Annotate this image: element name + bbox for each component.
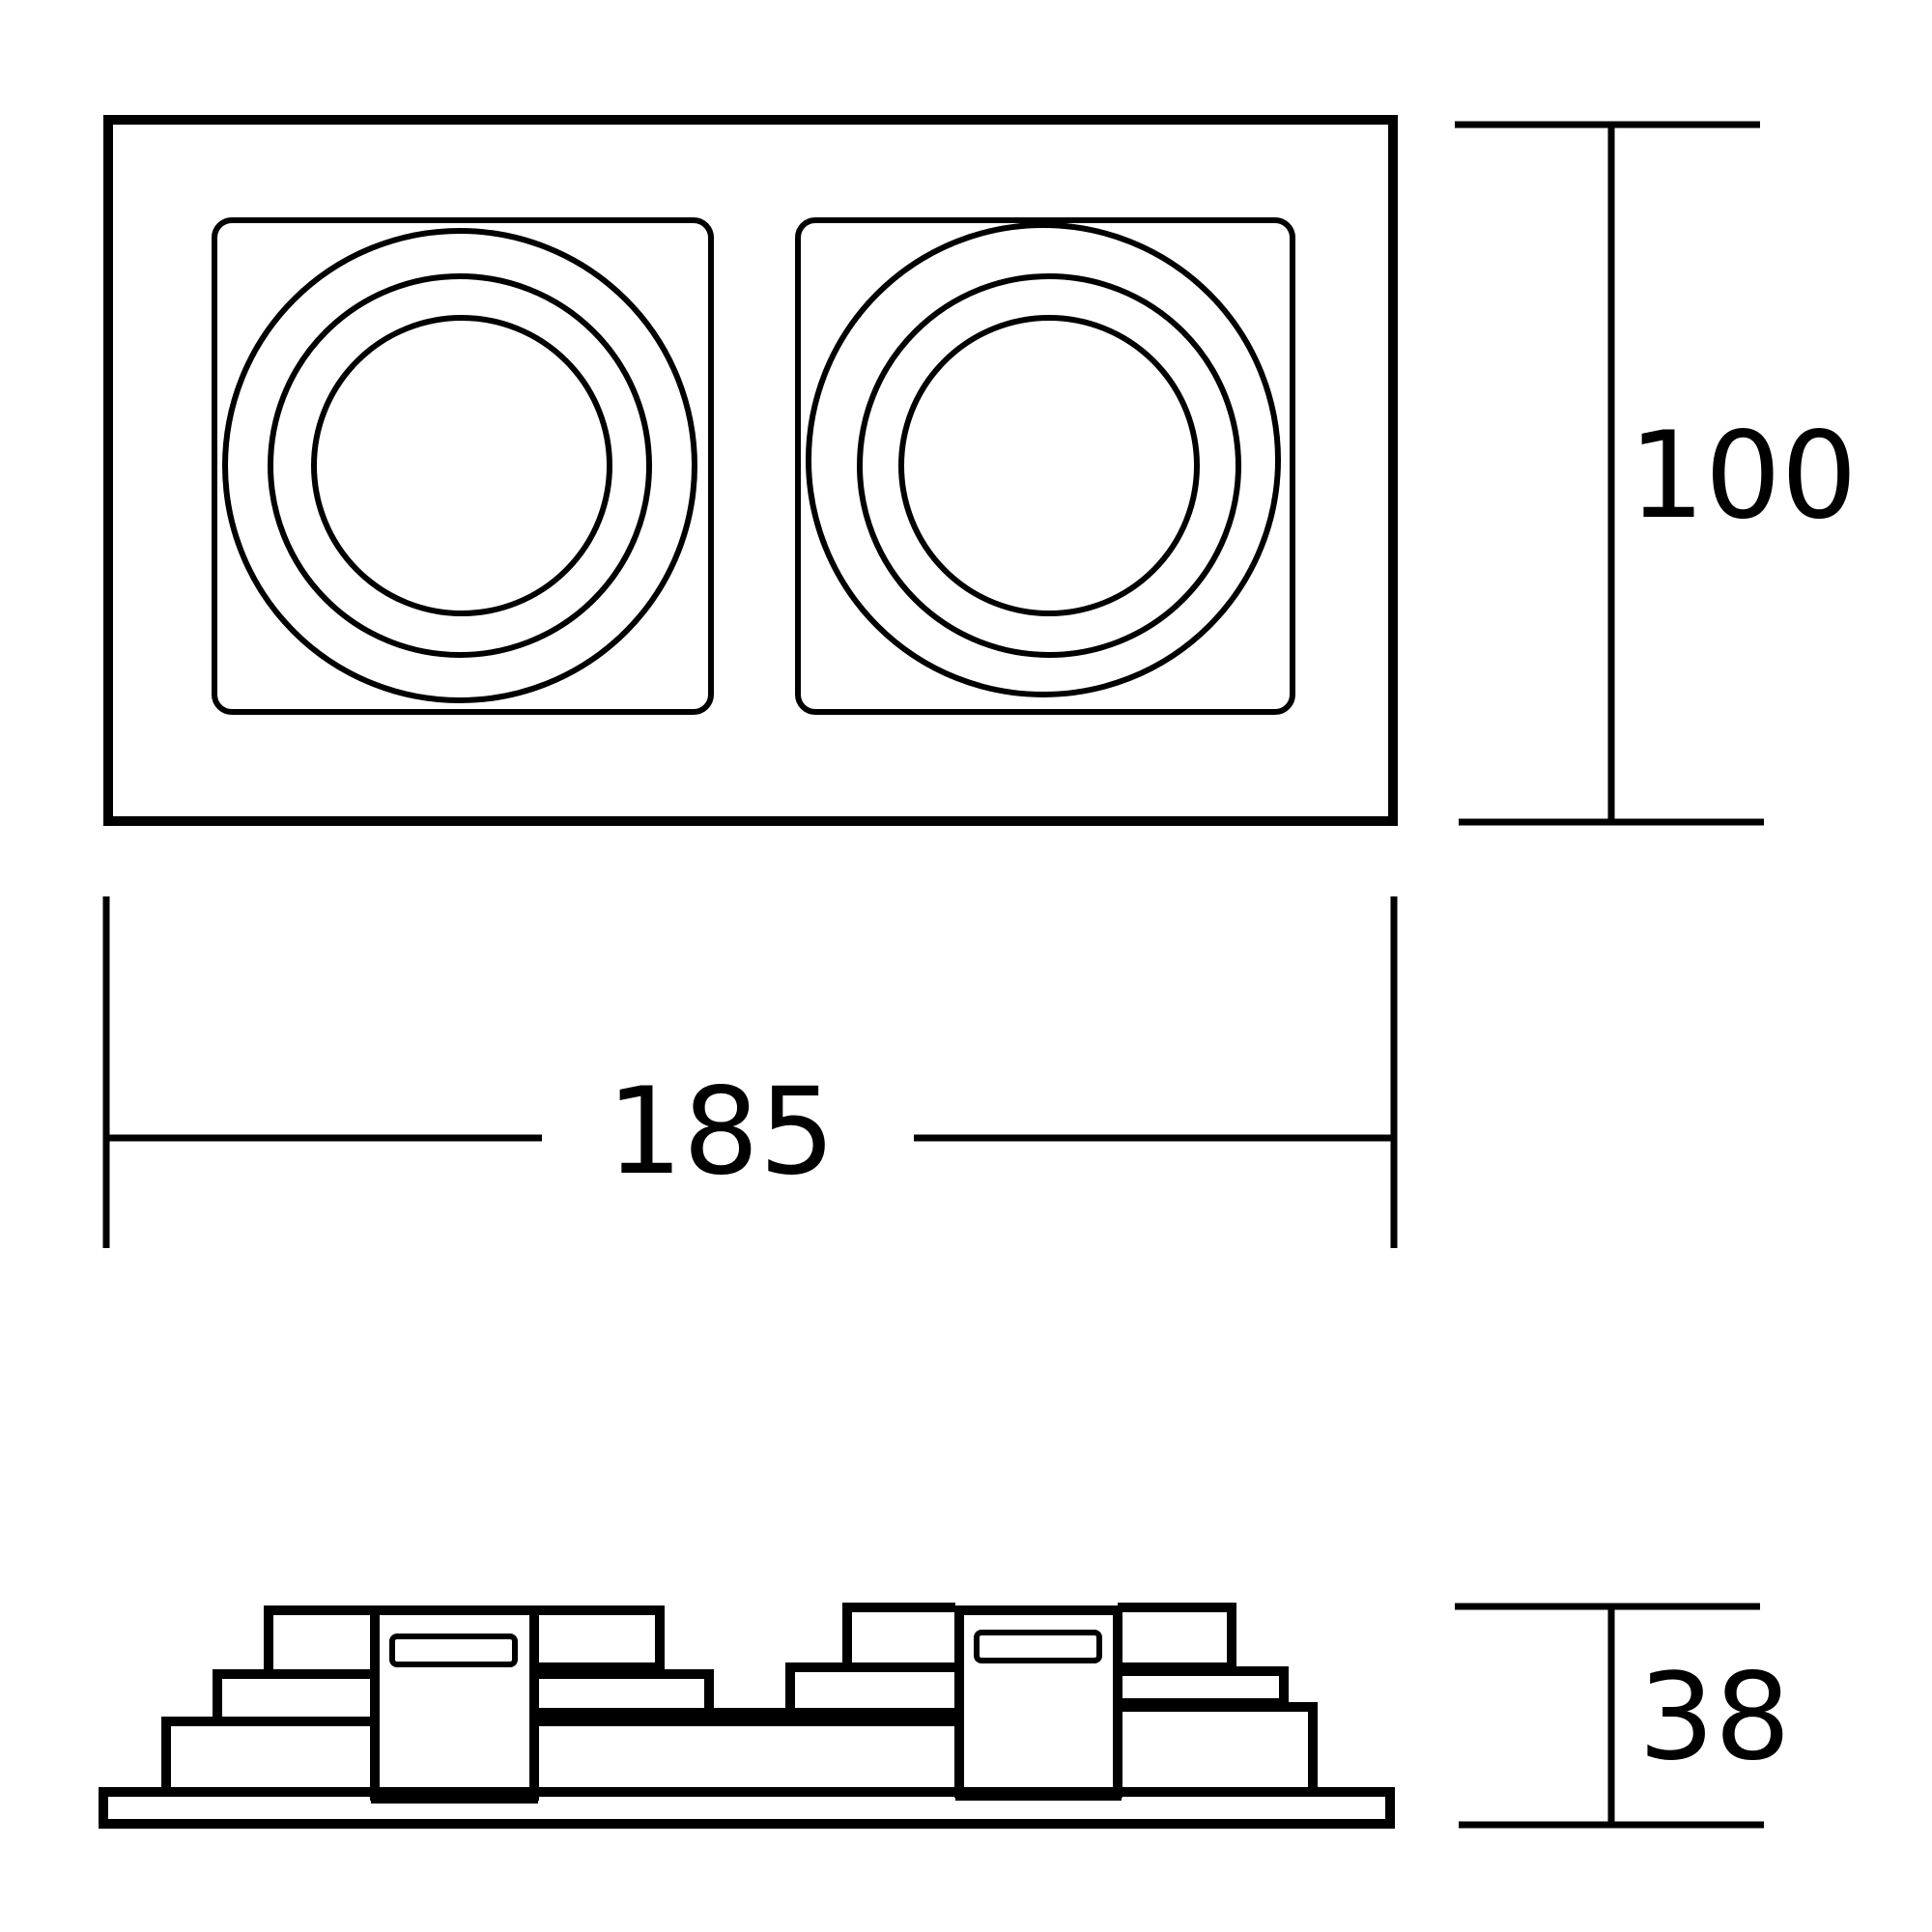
clip-module-right [954,1605,1122,1798]
middle-ring-left [268,273,652,658]
right-top-left-block [842,1603,955,1667]
outer-frame [103,115,1398,826]
side-view [99,1603,1395,1829]
left-middle-right-block [534,1669,714,1713]
outer-ring-right [806,222,1281,697]
right-top-right-block [1118,1603,1236,1672]
left-top-right-block [534,1605,665,1672]
outer-ring-left [222,228,697,703]
width-value: 185 [607,1063,836,1202]
square-trim-left [212,217,714,715]
left-step-middle [213,1669,371,1721]
left-step-lower [161,1717,371,1792]
left-step-top [264,1605,371,1674]
depth-dimension: 38 [1455,1603,1791,1829]
spot-module-right [795,217,1295,715]
spring-clip-right [974,1630,1102,1663]
right-left-block [785,1662,955,1713]
right-middle-block [1118,1666,1289,1708]
lens-right [898,315,1200,616]
width-dimension: 185 [102,896,1398,1248]
middle-ring-right [857,273,1241,658]
base-plate [99,1787,1395,1829]
spot-module-left [212,217,714,715]
height-value: 100 [1629,407,1858,546]
spring-clip-left [389,1634,518,1667]
right-lower-block [1118,1702,1318,1792]
depth-value: 38 [1638,1648,1791,1787]
top-view [103,115,1398,826]
square-trim-right [795,217,1295,715]
lens-left [311,315,612,616]
height-dimension: 100 [1455,121,1858,826]
